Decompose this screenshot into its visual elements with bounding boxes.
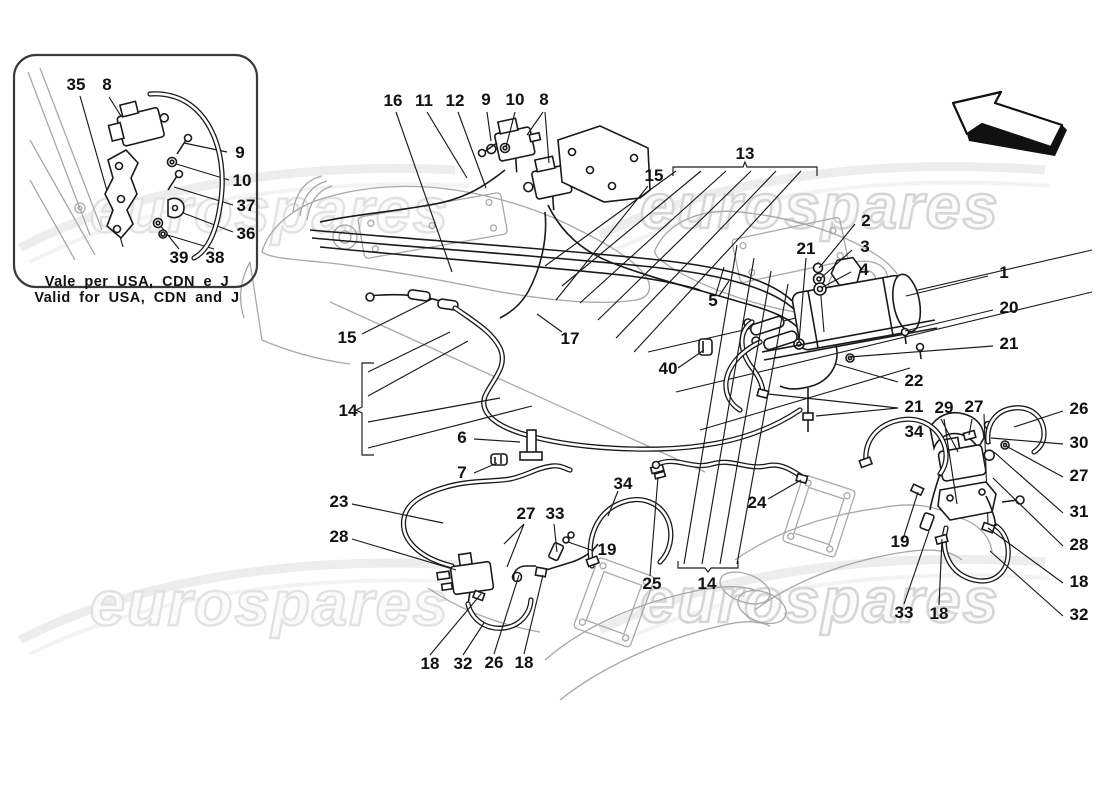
callout-27: 27	[1070, 466, 1089, 485]
bracket-14-bottom	[677, 561, 739, 573]
callout-9: 9	[235, 143, 244, 162]
callout-38: 38	[206, 248, 225, 267]
callout-10: 10	[506, 90, 525, 109]
air-reservoir-tank	[761, 256, 938, 363]
callout-19: 19	[891, 532, 910, 551]
bracket-14-left	[354, 362, 374, 456]
callout-33: 33	[895, 603, 914, 622]
callout-25: 25	[643, 574, 662, 593]
callout-18: 18	[515, 653, 534, 672]
callout-16: 16	[384, 91, 403, 110]
inset-border	[12, 53, 259, 289]
callout-36: 36	[237, 224, 256, 243]
watermark-text: eurospares	[640, 172, 1000, 242]
callout-7: 7	[457, 463, 466, 482]
callout-14: 14	[698, 574, 717, 593]
callout-17: 17	[561, 329, 580, 348]
callout-29: 29	[935, 398, 954, 417]
callout-33: 33	[546, 504, 565, 523]
watermark-text: eurospares	[640, 566, 1000, 636]
callout-34: 34	[614, 474, 633, 493]
callout-31: 31	[1070, 502, 1089, 521]
callout-6: 6	[457, 428, 466, 447]
line-art	[309, 117, 1093, 631]
callout-21: 21	[797, 239, 816, 258]
bottom-right-valve	[858, 405, 1047, 584]
callout-27: 27	[965, 397, 984, 416]
callout-2: 2	[861, 211, 870, 230]
background-art	[239, 175, 993, 701]
callout-40: 40	[659, 359, 678, 378]
callout-34: 34	[905, 422, 924, 441]
callout-11: 11	[415, 91, 433, 110]
callout-26: 26	[1070, 399, 1089, 418]
inset-bracket	[104, 148, 139, 240]
callout-18: 18	[1070, 572, 1089, 591]
callout-32: 32	[454, 654, 473, 673]
inset-valve	[107, 100, 170, 147]
callout-27: 27	[517, 504, 536, 523]
callout-10: 10	[233, 171, 252, 190]
callout-39: 39	[170, 248, 189, 267]
callout-18: 18	[421, 654, 440, 673]
callout-18: 18	[930, 604, 949, 623]
callout-21: 21	[1000, 334, 1019, 353]
callout-19: 19	[598, 540, 617, 559]
watermark-layer: eurospares eurospares eurospares eurospa…	[17, 161, 1051, 656]
leader-lines	[79, 95, 1064, 656]
callout-12: 12	[446, 91, 465, 110]
bracket-13	[672, 160, 818, 176]
callout-21: 21	[905, 397, 924, 416]
callout-8: 8	[539, 90, 548, 109]
callout-14: 14	[339, 401, 358, 420]
callout-5: 5	[708, 291, 717, 310]
callout-32: 32	[1070, 605, 1089, 624]
callout-15: 15	[338, 328, 357, 347]
callout-30: 30	[1070, 433, 1089, 452]
callout-3: 3	[860, 237, 869, 256]
inset-panel: Vale per USA, CDN e J Valid for USA, CDN…	[12, 53, 259, 306]
exhaust-manifold-center	[427, 557, 787, 701]
callout-9: 9	[481, 90, 490, 109]
callout-35: 35	[67, 75, 86, 94]
callout-4: 4	[859, 260, 869, 279]
callout-37: 37	[237, 196, 256, 215]
solenoid-valves	[477, 117, 651, 211]
callout-26: 26	[485, 653, 504, 672]
callout-22: 22	[905, 371, 924, 390]
callout-8: 8	[102, 75, 111, 94]
inset-caption-line1: Vale per USA, CDN e J	[45, 274, 229, 290]
callout-24: 24	[748, 493, 767, 512]
callout-15: 15	[645, 166, 664, 185]
callout-28: 28	[330, 527, 349, 546]
inset-caption-line2: Valid for USA, CDN and J	[34, 290, 239, 306]
callout-23: 23	[330, 492, 349, 511]
callout-20: 20	[1000, 298, 1019, 317]
watermark-text: eurospares	[90, 569, 450, 639]
callout-13: 13	[736, 144, 755, 163]
direction-arrow	[951, 90, 1067, 156]
callout-1: 1	[999, 263, 1008, 282]
bottom-left-valve	[436, 543, 599, 631]
pipe-support-clamp	[490, 429, 543, 466]
callout-28: 28	[1070, 535, 1089, 554]
